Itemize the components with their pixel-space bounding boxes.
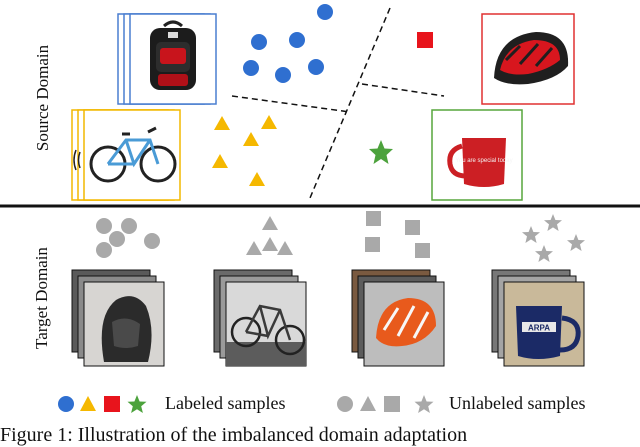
- source-backpack-image: [117, 13, 217, 105]
- square-marker-icon: [104, 396, 120, 412]
- source-mug-image: You are special today: [431, 109, 523, 201]
- target-star-cluster: [522, 214, 585, 262]
- square-marker-icon: [384, 396, 400, 412]
- source-star-marker: [369, 140, 393, 164]
- figure-caption: Figure 1: Illustration of the imbalanced…: [0, 424, 468, 446]
- legend-labeled-text: Labeled samples: [165, 393, 286, 413]
- target-mug-brand-text: ARPA: [528, 324, 550, 333]
- domain-adaptation-figure: You are special today: [0, 4, 640, 413]
- source-square-marker: [417, 32, 433, 48]
- star-marker-icon: [127, 395, 147, 413]
- star-marker-icon: [414, 395, 434, 413]
- source-helmet-image: [481, 13, 575, 105]
- legend-unlabeled-markers: [337, 395, 434, 413]
- triangle-marker-icon: [360, 396, 376, 411]
- target-mug-image: ARPA: [491, 269, 585, 367]
- legend-labeled-markers: [58, 395, 147, 413]
- circle-marker-icon: [58, 396, 74, 412]
- source-bicycle-image: [71, 109, 181, 201]
- decision-boundary-lines: [231, 7, 445, 199]
- target-bicycle-image: [213, 269, 307, 367]
- target-square-cluster: [365, 211, 430, 258]
- target-circle-cluster: [96, 218, 160, 258]
- mug-slogan-text: You are special today: [455, 158, 512, 164]
- target-helmet-image: [351, 269, 445, 367]
- source-circle-cluster: [243, 4, 333, 83]
- circle-marker-icon: [337, 396, 353, 412]
- legend-unlabeled-text: Unlabeled samples: [449, 393, 586, 413]
- source-triangle-cluster: [212, 115, 277, 186]
- target-triangle-cluster: [246, 216, 293, 255]
- target-backpack-image: [71, 269, 165, 367]
- triangle-marker-icon: [80, 396, 96, 411]
